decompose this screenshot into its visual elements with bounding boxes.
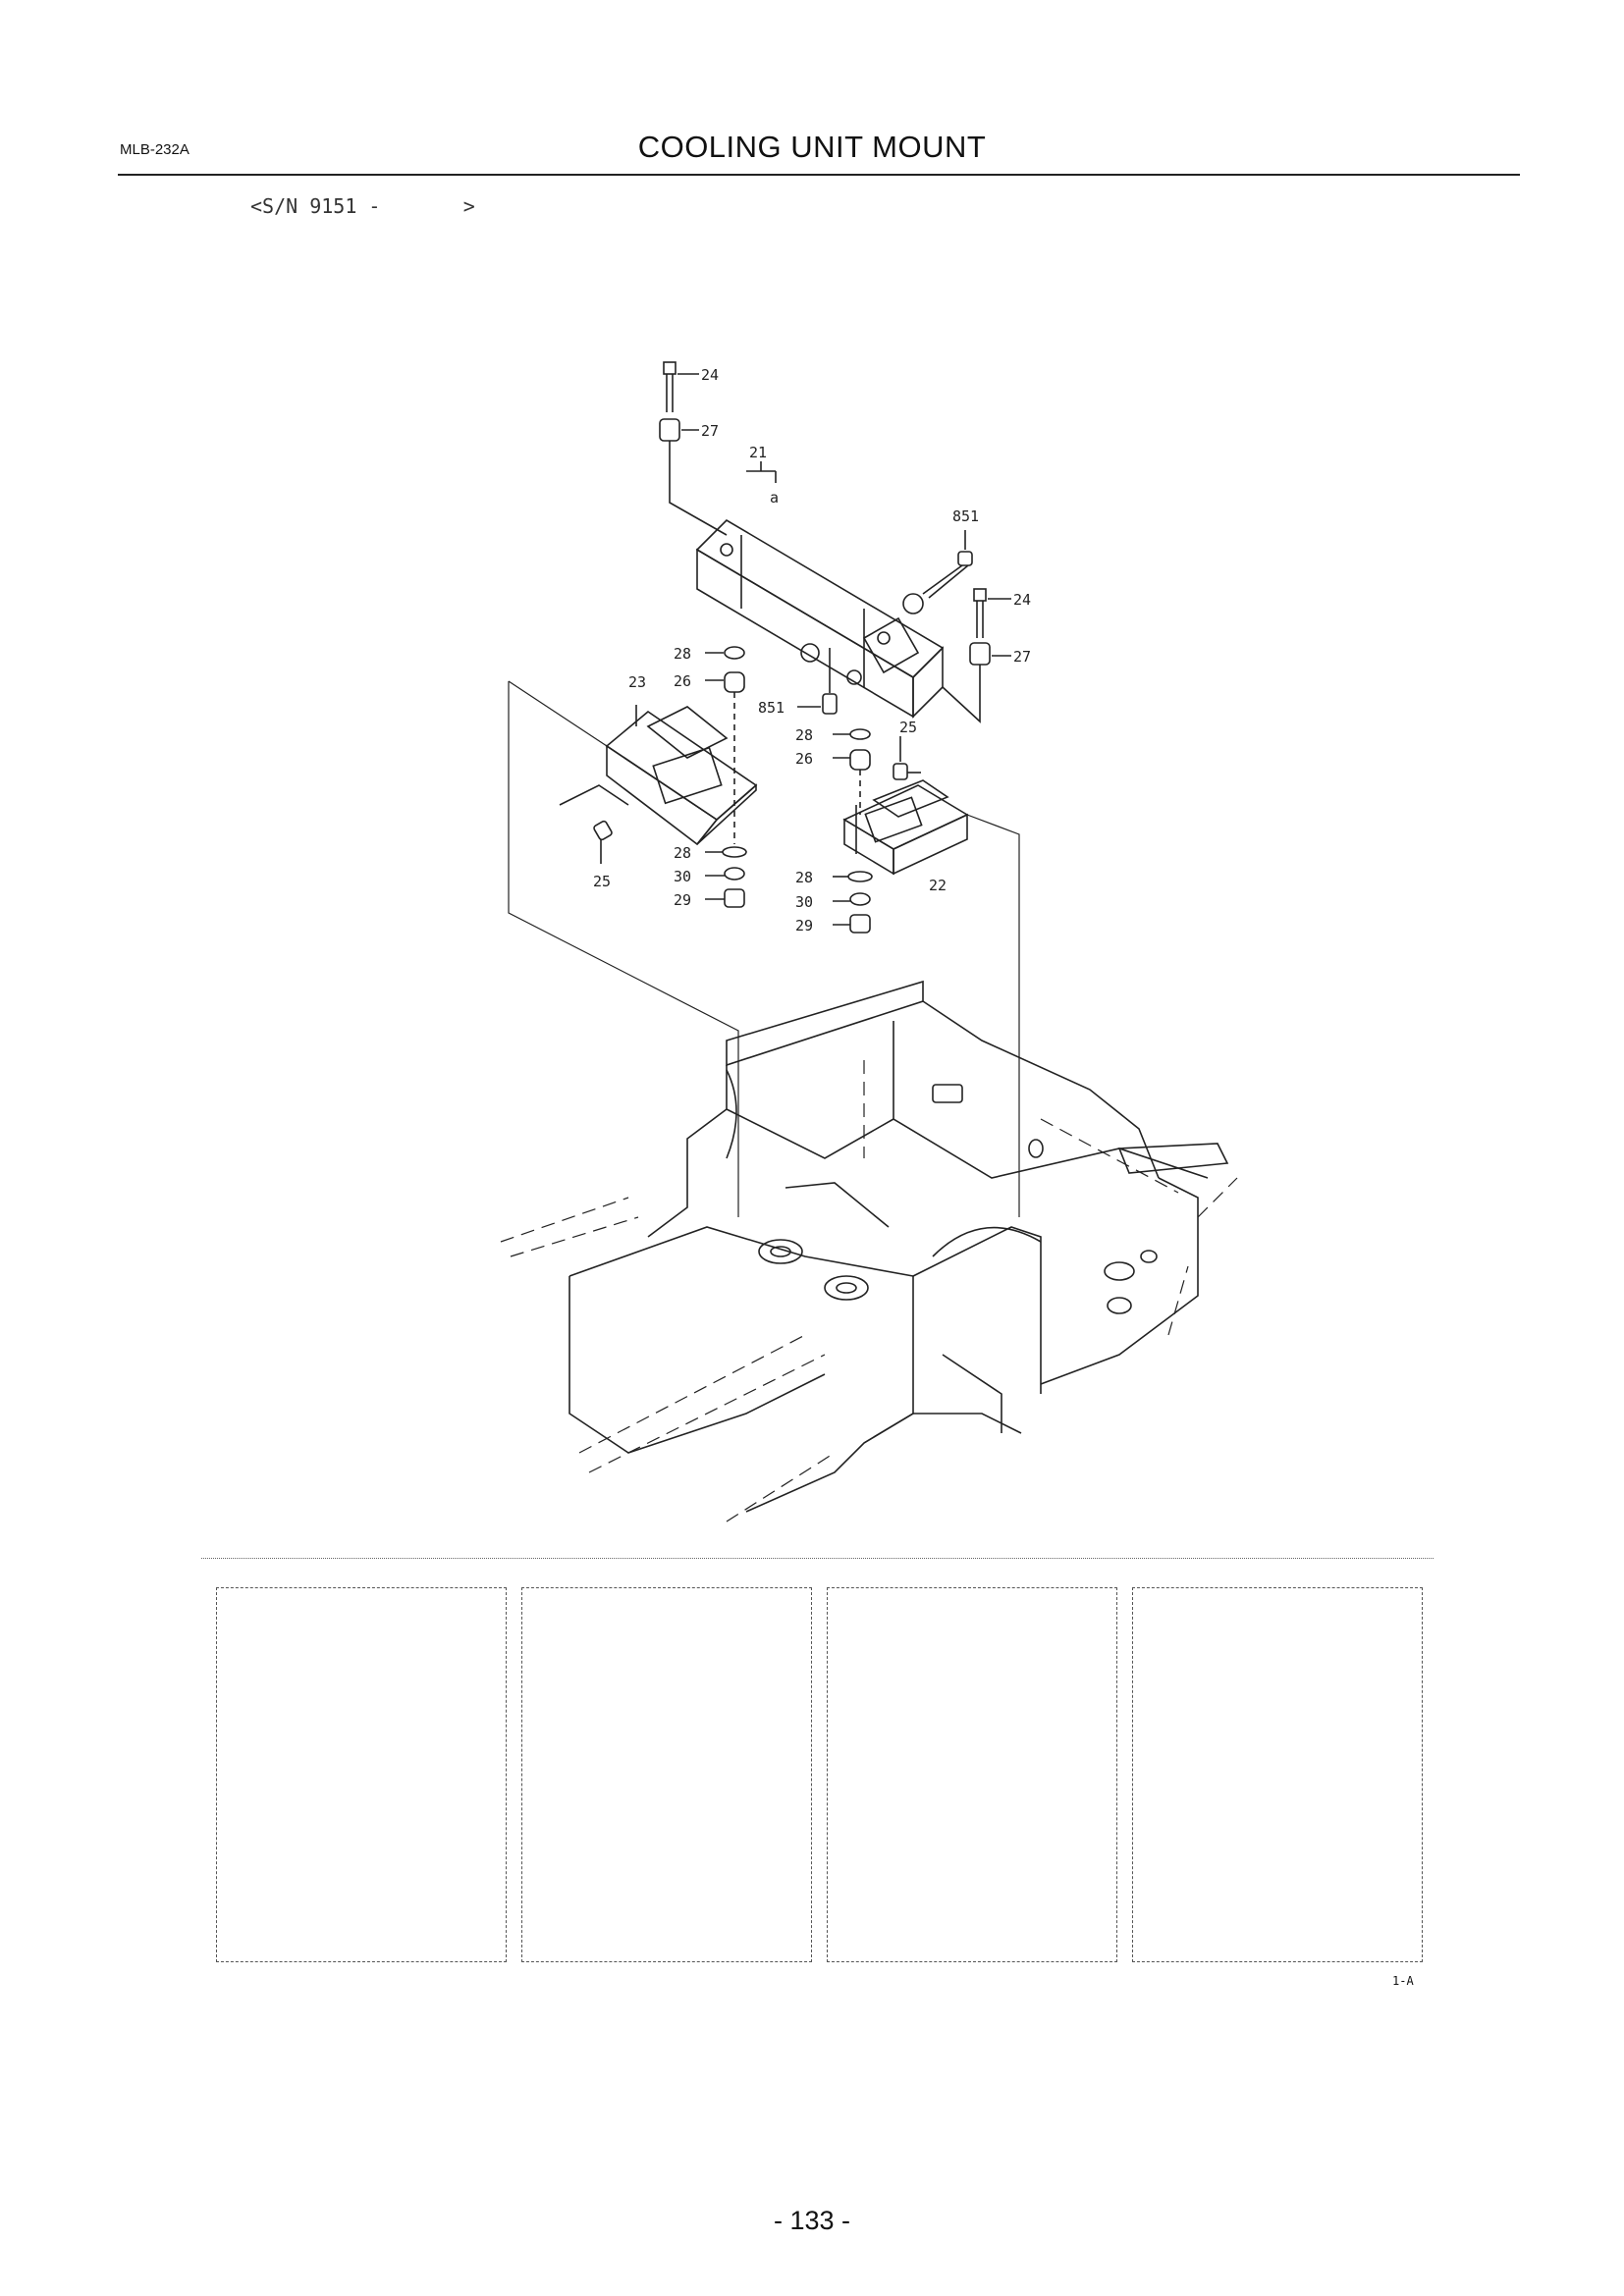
page-title: COOLING UNIT MOUNT xyxy=(637,130,987,164)
callout-28: 28 xyxy=(795,726,813,744)
parts-list-box xyxy=(827,1587,1117,1962)
callout-22: 22 xyxy=(929,877,947,894)
callout-21: 21 xyxy=(749,444,767,461)
serial-range: <S/N 9151 - > xyxy=(250,194,475,218)
callout-851: 851 xyxy=(952,507,979,525)
callout-23: 23 xyxy=(628,673,646,691)
callout-29: 29 xyxy=(674,891,691,909)
callout-28: 28 xyxy=(674,844,691,862)
header-rule xyxy=(118,174,1520,176)
bolt-icon xyxy=(973,588,987,638)
callout-27: 27 xyxy=(701,422,719,440)
page-number: - 133 - xyxy=(773,2206,851,2235)
callout-851: 851 xyxy=(758,699,785,717)
parts-list-box xyxy=(1132,1587,1423,1962)
callout-a: a xyxy=(770,489,779,507)
callout-26: 26 xyxy=(795,750,813,768)
callout-24: 24 xyxy=(701,366,719,384)
bolt-icon xyxy=(822,693,838,715)
machine-frame xyxy=(568,980,1229,1513)
callout-27: 27 xyxy=(1013,648,1031,666)
bolt-icon xyxy=(893,763,908,780)
callout-26: 26 xyxy=(674,672,691,690)
callout-29: 29 xyxy=(795,917,813,934)
spacer-icon xyxy=(969,642,991,666)
callout-24: 24 xyxy=(1013,591,1031,609)
callout-25: 25 xyxy=(899,719,917,736)
section-divider xyxy=(201,1558,1434,1559)
callout-28: 28 xyxy=(795,869,813,886)
callout-30: 30 xyxy=(674,868,691,885)
document-code: MLB-232A xyxy=(120,141,189,158)
callout-30: 30 xyxy=(795,893,813,911)
box-reference: 1-A xyxy=(1392,1974,1414,1988)
callout-25: 25 xyxy=(593,873,611,890)
bolt-icon xyxy=(957,551,973,566)
upper-bracket xyxy=(695,518,945,719)
right-mount-bracket xyxy=(842,779,969,876)
callout-28: 28 xyxy=(674,645,691,663)
left-mount-bracket xyxy=(559,706,758,846)
bolt-icon xyxy=(593,820,613,841)
spacer-icon xyxy=(659,418,680,442)
parts-list-box xyxy=(216,1587,507,1962)
bolt-icon xyxy=(663,361,677,412)
parts-list-box xyxy=(521,1587,812,1962)
